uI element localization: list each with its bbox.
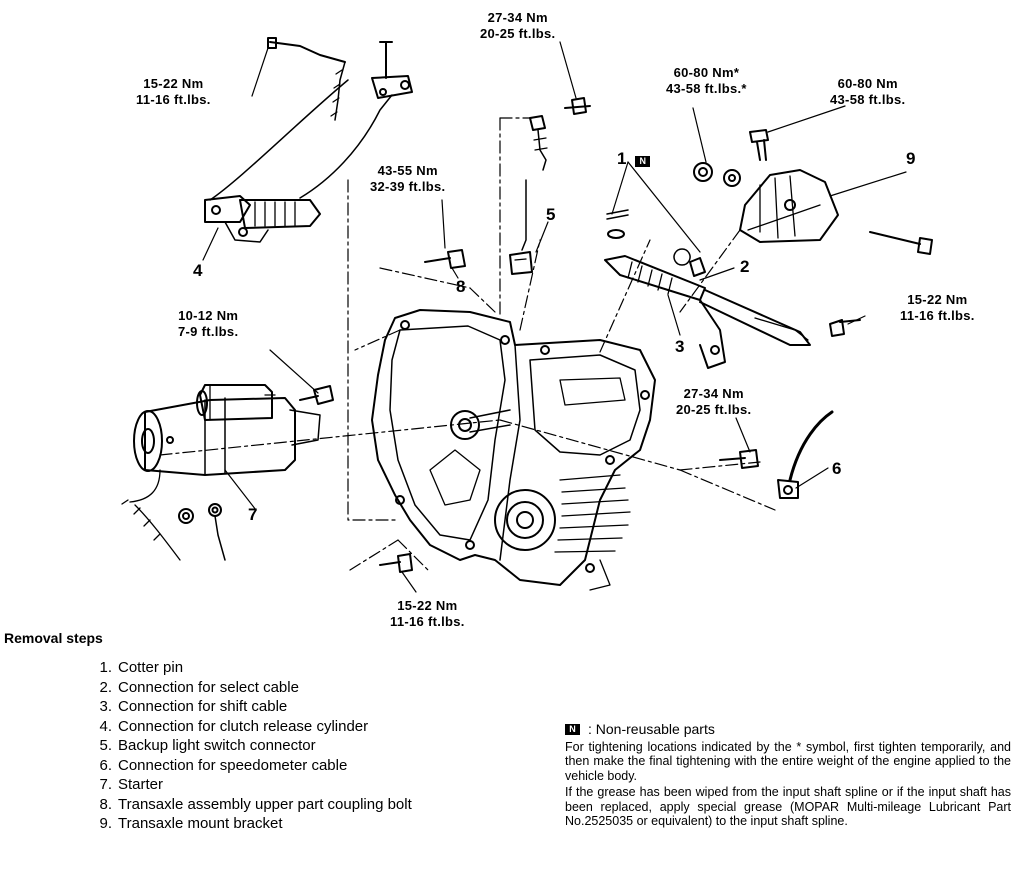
transaxle-mount-bracket bbox=[693, 129, 933, 255]
torque-nm: 43-55 Nm bbox=[377, 163, 438, 178]
callout-5: 5 bbox=[546, 205, 556, 224]
torque-nm: 15-22 Nm bbox=[397, 598, 458, 613]
torque-spec-backup-bracket-bolt: 27-34 Nm 20-25 ft.lbs. bbox=[480, 10, 555, 42]
speedometer-cable bbox=[777, 410, 834, 499]
backup-light-switch-connector bbox=[509, 115, 548, 275]
removal-step: 4. Connection for clutch release cylinder bbox=[86, 717, 506, 737]
transaxle-housing bbox=[371, 309, 656, 591]
torque-spec-shift-cable-bracket-bolt: 15-22 Nm 11-16 ft.lbs. bbox=[900, 292, 975, 324]
shift-cable-assembly bbox=[604, 209, 811, 369]
torque-spec-starter-bolt: 10-12 Nm 7-9 ft.lbs. bbox=[178, 308, 238, 340]
non-reusable-badge: N bbox=[635, 156, 651, 167]
torque-ftlbs: 20-25 ft.lbs. bbox=[480, 26, 556, 41]
torque-ftlbs: 43-58 ft.lbs.* bbox=[666, 81, 747, 96]
removal-step: 8. Transaxle assembly upper part coupling… bbox=[86, 795, 506, 815]
step-text: Connection for shift cable bbox=[118, 698, 288, 715]
removal-step: 1. Cotter pin bbox=[86, 658, 506, 678]
step-number: 1. bbox=[99, 659, 112, 676]
step-number: 5. bbox=[99, 737, 112, 754]
step-number: 9. bbox=[99, 815, 112, 832]
torque-nm: 60-80 Nm bbox=[837, 76, 898, 91]
removal-step: 9. Transaxle mount bracket bbox=[86, 814, 506, 834]
torque-spec-lower-bolt: 15-22 Nm 11-16 ft.lbs. bbox=[390, 598, 465, 630]
tightening-note: For tightening locations indicated by th… bbox=[565, 739, 1011, 783]
step-number: 4. bbox=[99, 717, 112, 735]
torque-ftlbs: 11-16 ft.lbs. bbox=[136, 92, 211, 107]
removal-step: 7. Starter bbox=[86, 775, 506, 795]
leader-lines bbox=[202, 41, 907, 593]
step-number: 3. bbox=[99, 698, 112, 715]
non-reusable-badge: N bbox=[565, 723, 580, 735]
legend-row: N : Non-reusable parts bbox=[565, 722, 1011, 737]
starter bbox=[121, 384, 321, 561]
reference-lines bbox=[159, 117, 776, 573]
torque-ftlbs: 20-25 ft.lbs. bbox=[676, 402, 752, 417]
callout-7: 7 bbox=[248, 505, 258, 524]
removal-step: 3. Connection for shift cable bbox=[86, 697, 506, 717]
transaxle-exploded-diagram bbox=[121, 37, 933, 593]
callout-2: 2 bbox=[740, 257, 750, 276]
torque-nm: 27-34 Nm bbox=[683, 386, 744, 401]
torque-ftlbs: 32-39 ft.lbs. bbox=[370, 179, 446, 194]
callout-number: 1 bbox=[617, 149, 627, 168]
callout-9: 9 bbox=[906, 149, 916, 168]
step-text: Cotter pin bbox=[118, 659, 184, 676]
callout-4: 4 bbox=[193, 261, 203, 280]
torque-ftlbs: 7-9 ft.lbs. bbox=[178, 324, 239, 339]
removal-step: 2. Connection for select cable bbox=[86, 678, 506, 698]
step-text: Backup light switch connector bbox=[118, 737, 316, 754]
torque-nm: 15-22 Nm bbox=[907, 292, 968, 307]
bolts bbox=[299, 97, 861, 573]
step-number: 2. bbox=[99, 678, 112, 696]
step-number: 7. bbox=[99, 776, 112, 793]
legend-text: : Non-reusable parts bbox=[588, 721, 715, 737]
torque-nm: 10-12 Nm bbox=[178, 308, 239, 323]
step-text: Transaxle assembly upper part coupling b… bbox=[118, 795, 412, 813]
step-text: Connection for speedometer cable bbox=[118, 756, 348, 774]
step-text: Connection for select cable bbox=[118, 678, 299, 696]
step-number: 6. bbox=[99, 756, 112, 774]
torque-nm: 60-80 Nm* bbox=[673, 65, 740, 80]
torque-spec-cable-bracket-bolt: 15-22 Nm 11-16 ft.lbs. bbox=[136, 76, 211, 108]
removal-steps-title: Removal steps bbox=[4, 630, 103, 646]
callout-8: 8 bbox=[456, 277, 466, 296]
step-text: Transaxle mount bracket bbox=[118, 815, 283, 832]
step-number: 8. bbox=[99, 795, 112, 813]
removal-step: 5. Backup light switch connector bbox=[86, 736, 506, 756]
step-text: Starter bbox=[118, 776, 164, 793]
torque-spec-mount-nut: 60-80 Nm* 43-58 ft.lbs.* bbox=[666, 65, 747, 97]
torque-ftlbs: 11-16 ft.lbs. bbox=[900, 308, 975, 323]
torque-spec-upper-coupling-bolt: 43-55 Nm 32-39 ft.lbs. bbox=[370, 163, 445, 195]
torque-spec-speedometer-bolt: 27-34 Nm 20-25 ft.lbs. bbox=[676, 386, 751, 418]
torque-ftlbs: 11-16 ft.lbs. bbox=[390, 614, 465, 629]
step-text: Connection for clutch release cylinder bbox=[118, 717, 369, 735]
callout-1: 1 N bbox=[617, 150, 658, 168]
torque-nm: 27-34 Nm bbox=[487, 10, 548, 25]
notes-block: N : Non-reusable parts For tightening lo… bbox=[565, 722, 1011, 831]
callout-6: 6 bbox=[832, 459, 842, 478]
grease-note: If the grease has been wiped from the in… bbox=[565, 785, 1011, 828]
callout-3: 3 bbox=[675, 337, 685, 356]
torque-spec-mount-bolt: 60-80 Nm 43-58 ft.lbs. bbox=[830, 76, 905, 108]
torque-ftlbs: 43-58 ft.lbs. bbox=[830, 92, 906, 107]
removal-step: 6. Connection for speedometer cable bbox=[86, 756, 506, 776]
torque-nm: 15-22 Nm bbox=[143, 76, 204, 91]
removal-steps-list: 1. Cotter pin 2. Connection for select cabl… bbox=[86, 658, 506, 834]
clutch-release-cylinder bbox=[204, 37, 413, 243]
